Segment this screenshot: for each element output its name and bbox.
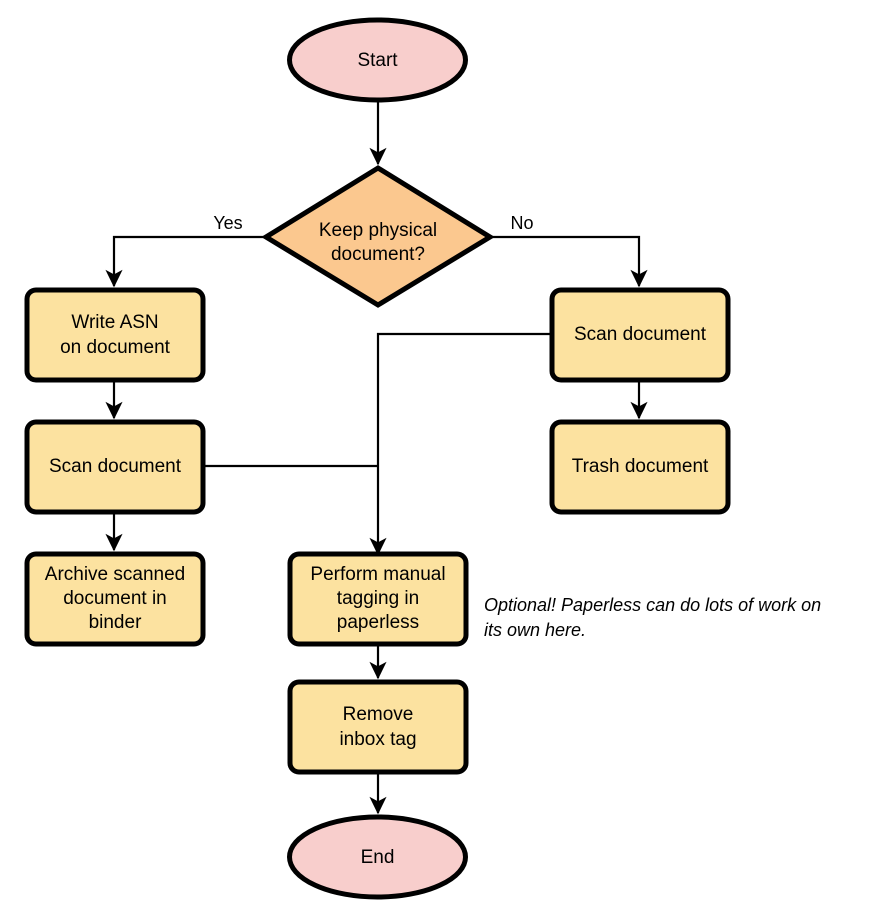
edge-label-no: No: [510, 213, 533, 233]
remove-inbox-box-shape: [287, 679, 469, 775]
connector-decision-yes-to-write-asn: [105, 235, 265, 288]
remove-inbox-label-line2: inbox tag: [339, 729, 416, 750]
tagging-box-shape: [287, 551, 469, 647]
optional-note-line2: its own here.: [484, 620, 586, 640]
node-remove-inbox-tag[interactable]: Remove inbox tag: [287, 679, 469, 775]
node-archive-scanned-document[interactable]: Archive scanned document in binder: [24, 551, 206, 647]
archive-box-shape: [24, 551, 206, 647]
node-trash-document[interactable]: Trash document: [549, 419, 731, 515]
trash-document-box-shape: [549, 419, 731, 515]
optional-note-line1: Optional! Paperless can do lots of work …: [484, 595, 821, 615]
node-write-asn-on-document[interactable]: Write ASN on document: [24, 287, 206, 383]
scan-document-left-box-shape: [24, 419, 206, 515]
node-end[interactable]: End: [287, 814, 468, 900]
start-label: Start: [357, 50, 398, 71]
node-decision-keep-physical-document[interactable]: Keep physical document?: [261, 165, 495, 308]
node-scan-document-left[interactable]: Scan document: [24, 419, 206, 515]
annotation-optional-note: Optional! Paperless can do lots of work …: [484, 595, 821, 640]
decision-diamond-shape: [261, 165, 495, 308]
node-start[interactable]: Start: [287, 17, 468, 103]
node-scan-document-right[interactable]: Scan document: [549, 287, 731, 383]
write-asn-label-line1: Write ASN: [71, 312, 158, 333]
trash-document-label: Trash document: [572, 456, 709, 477]
end-ellipse-shape: [287, 814, 468, 900]
tagging-label-line3: paperless: [337, 612, 419, 633]
connector-scan-right-to-tagging: [369, 332, 552, 556]
start-ellipse-shape: [287, 17, 468, 103]
edge-label-yes: Yes: [213, 213, 242, 233]
end-label: End: [361, 847, 395, 868]
tagging-label-line2: tagging in: [337, 588, 419, 609]
archive-label-line3: binder: [89, 612, 142, 633]
write-asn-label-line2: on document: [60, 337, 171, 358]
decision-label-line1: Keep physical: [319, 220, 437, 241]
connector-decision-no-to-scan-right: [491, 235, 648, 288]
scan-document-left-label: Scan document: [49, 456, 182, 477]
archive-label-line2: document in: [63, 588, 167, 609]
node-perform-manual-tagging[interactable]: Perform manual tagging in paperless: [287, 551, 469, 647]
decision-label-line2: document?: [331, 244, 425, 265]
tagging-label-line1: Perform manual: [310, 564, 445, 585]
scan-document-right-box-shape: [549, 287, 731, 383]
write-asn-box-shape: [24, 287, 206, 383]
scan-document-right-label: Scan document: [574, 324, 707, 345]
archive-label-line1: Archive scanned: [45, 564, 185, 585]
remove-inbox-label-line1: Remove: [343, 704, 414, 725]
